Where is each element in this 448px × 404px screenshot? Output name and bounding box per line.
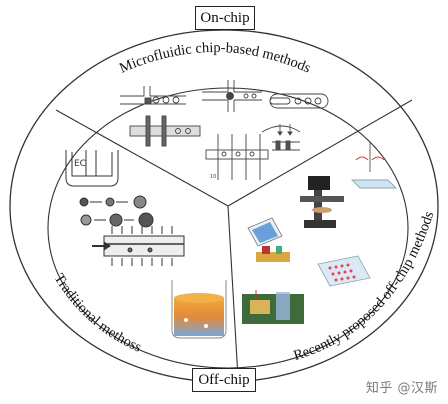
offchip-illustrations (242, 142, 398, 324)
traditional-illustrations: EC (65, 150, 227, 339)
off-chip-label: Off-chip (192, 368, 256, 392)
svg-text:EC: EC (74, 159, 86, 169)
chip-capillary (269, 93, 329, 109)
chip-post-array (129, 115, 201, 147)
chip-cross-junction (202, 80, 262, 112)
platform-block (256, 246, 290, 262)
divider-right (227, 99, 413, 207)
svg-text:10: 10 (210, 174, 216, 180)
membrane-arrows (92, 226, 185, 266)
divider-left (55, 109, 229, 207)
microscope (300, 176, 344, 228)
tablet-device (247, 217, 283, 247)
watermark: 知乎 @汉斯 (365, 381, 438, 396)
chip-illustrations: 10 (120, 80, 329, 180)
divider-bottom (227, 205, 239, 379)
nozzle-device (350, 142, 398, 189)
on-chip-label: On-chip (195, 6, 255, 30)
chip-splitter (261, 124, 301, 151)
chip-t-junction (120, 86, 186, 105)
droplet-sequence (79, 195, 154, 228)
chip-comb: 10 (205, 134, 269, 180)
circuit-board (242, 290, 304, 324)
beaker (171, 280, 227, 339)
grid-plate (317, 255, 371, 287)
bath-apparatus: EC (65, 150, 119, 187)
